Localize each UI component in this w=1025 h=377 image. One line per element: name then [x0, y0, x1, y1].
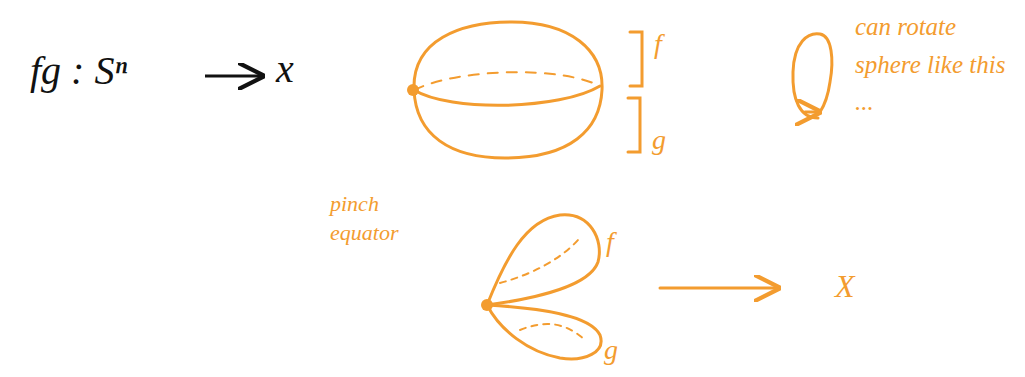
rotation-loop	[793, 34, 832, 118]
map-arrow	[660, 287, 778, 290]
note: pinch equator	[330, 190, 440, 247]
map-name: f	[606, 226, 614, 258]
map-name: g	[604, 334, 618, 366]
upper-lobe	[487, 215, 599, 305]
base-point	[407, 84, 419, 96]
bracket-f	[630, 32, 642, 86]
equator-back	[414, 72, 600, 90]
upper-lobe-equator	[500, 240, 578, 283]
map-arrow	[205, 75, 262, 78]
note: can rotate sphere like this ...	[855, 8, 1020, 121]
equator-front	[414, 86, 600, 105]
lower-lobe-equator	[520, 324, 585, 340]
target-space: x	[276, 46, 294, 92]
lower-lobe	[487, 305, 601, 359]
target-space: X	[835, 268, 855, 305]
rotation-arrow	[805, 111, 819, 114]
map-name: f	[654, 28, 662, 60]
map-signature: fg : Sⁿ	[30, 48, 127, 94]
bracket-g	[628, 98, 640, 152]
map-name: g	[652, 124, 666, 156]
sphere	[414, 22, 602, 158]
base-point	[481, 299, 493, 311]
